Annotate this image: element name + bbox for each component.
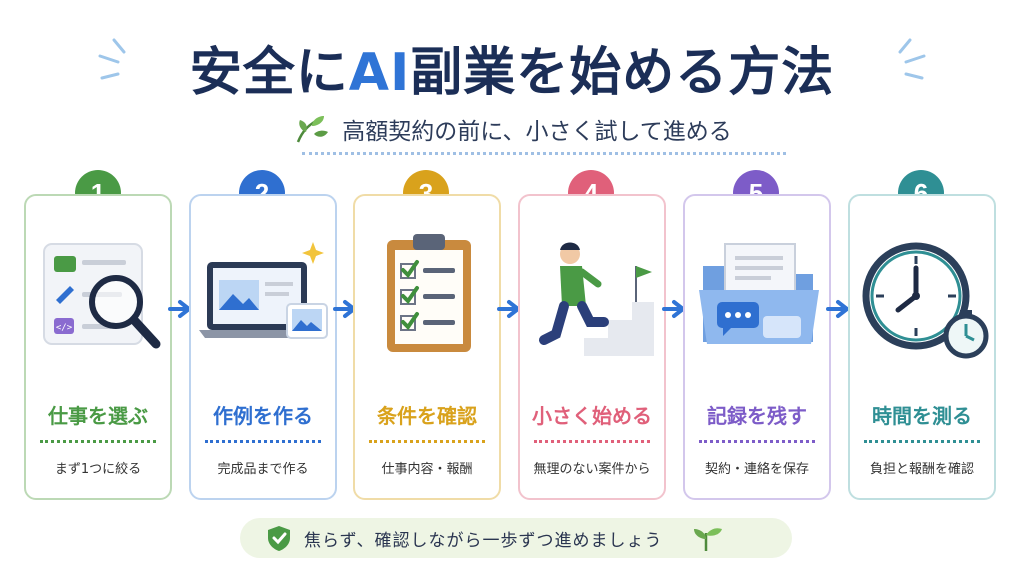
divider <box>302 152 786 155</box>
clipboard-icon <box>387 234 471 352</box>
clock-icon <box>862 242 989 359</box>
step-title: 小さく始める <box>532 404 652 428</box>
page-title: 安全にAI副業を始める方法 <box>189 43 835 103</box>
shield-check-icon <box>268 526 290 551</box>
step-description: 完成品まで作る <box>217 462 309 477</box>
sparkle-icon <box>98 38 126 80</box>
step-description: まず1つに絞る <box>54 462 142 477</box>
subtitle: 高額契約の前に、小さく試して進める <box>342 119 732 145</box>
svg-text:</>: </> <box>56 323 73 333</box>
step-title: 時間を測る <box>872 404 972 428</box>
step-card-6: 時間を測る 負担と報酬を確認 <box>848 194 996 500</box>
step-divider <box>864 440 980 443</box>
step-description: 負担と報酬を確認 <box>869 462 974 477</box>
footer-banner: 焦らず、確認しながら一歩ずつ進めましょう <box>240 518 792 558</box>
step-card-5: 記録を残す 契約・連絡を保存 <box>683 194 831 500</box>
step-divider <box>699 440 815 443</box>
step-description: 仕事内容・報酬 <box>381 462 473 477</box>
step-title: 条件を確認 <box>377 404 477 428</box>
search-icon: </> <box>43 243 161 349</box>
step-card-3: 条件を確認 仕事内容・報酬 <box>353 194 501 500</box>
arrow-right-icon <box>826 300 849 318</box>
step-divider <box>40 440 156 443</box>
leaf-icon <box>694 528 723 552</box>
step-divider <box>205 440 321 443</box>
folder-icon <box>699 243 819 344</box>
step-divider <box>534 440 650 443</box>
step-card-2: 作例を作る 完成品まで作る <box>189 194 337 500</box>
step-description: 無理のない案件から <box>533 462 651 477</box>
step-title: 作例を作る <box>213 404 313 428</box>
step-divider <box>369 440 485 443</box>
laptop-icon <box>199 242 328 339</box>
sparkle-icon <box>898 38 926 80</box>
step-description: 契約・連絡を保存 <box>704 462 809 477</box>
step-title: 記録を残す <box>707 404 807 428</box>
step-card-4: 小さく始める 無理のない案件から <box>518 194 666 500</box>
stairs-icon <box>539 242 654 356</box>
footer-message: 焦らず、確認しながら一歩ずつ進めましょう <box>304 530 663 551</box>
step-title: 仕事を選ぶ <box>48 404 148 428</box>
step-card-1: </> 仕事を選ぶ まず1つに絞る <box>24 194 172 500</box>
leaf-icon <box>297 116 329 143</box>
